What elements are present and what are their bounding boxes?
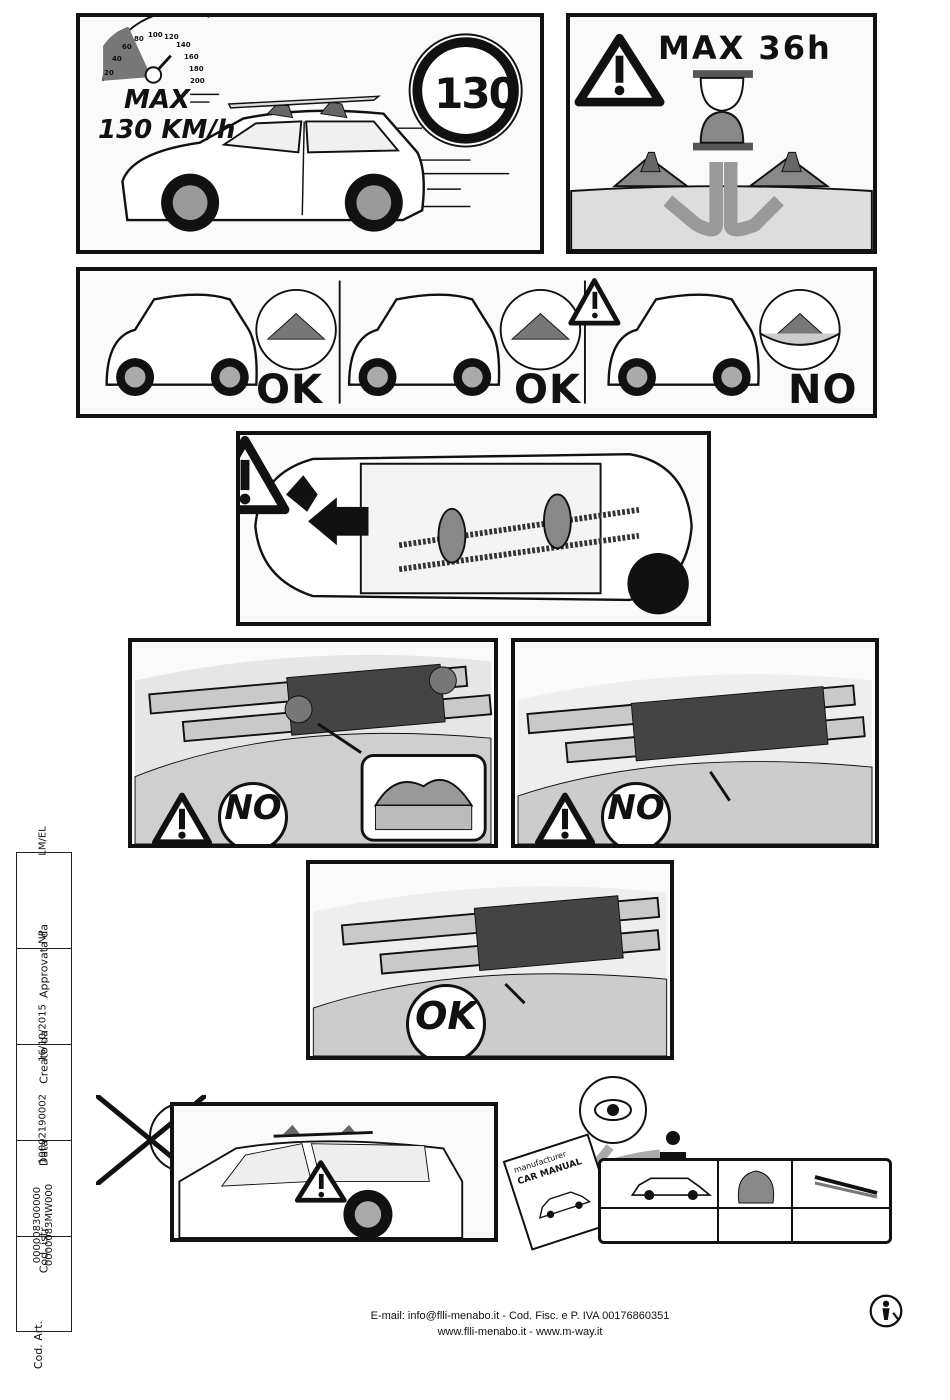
warning-triangle-icon	[152, 792, 212, 844]
load-table	[598, 1158, 892, 1244]
mount-correct-panel: OK	[306, 860, 674, 1060]
ok-badge	[406, 984, 486, 1056]
meta-value: 10002190002	[37, 1093, 49, 1164]
gauge-tick: 20	[104, 69, 114, 77]
gauge-tick: 180	[189, 65, 204, 73]
gauge-tick: 60	[122, 43, 132, 51]
check-label-ok-2: OK	[514, 367, 581, 413]
gauge-tick: 100	[148, 31, 163, 39]
car-top-view-illustration	[254, 452, 693, 615]
max-label: MAX	[124, 85, 191, 115]
hourglass-rack-illustration	[570, 33, 873, 250]
wagon-car-illustration	[178, 1124, 464, 1238]
prohibited-badge	[218, 782, 288, 844]
speed-sign-value: 130	[434, 69, 518, 118]
load-table-cell	[717, 1161, 719, 1241]
footer-email: E-mail: info@flli-menabo.it - Cod. Fisc.…	[370, 1310, 670, 1322]
gauge-tick: 40	[112, 55, 122, 63]
load-table-cell	[791, 1161, 793, 1241]
check-label-ok-1: OK	[256, 367, 323, 413]
gauge-tick: 120	[164, 33, 179, 41]
meta-row-instruction-code: Cod. istr.10002190002	[17, 1094, 71, 1273]
speed-limit-panel: 20 40 60 80 100 120 140 160 180 200 MAX …	[76, 13, 544, 254]
roof-rack-closeup-illustration	[312, 886, 668, 1056]
car-with-rack-illustration	[102, 17, 523, 232]
top-view-panel	[236, 431, 711, 626]
car-wagon-panel	[170, 1102, 498, 1242]
manual-arrows-illustration	[579, 1076, 686, 1172]
prohibited-badge	[601, 782, 671, 844]
mount-bottom-label: OK	[415, 994, 477, 1038]
warning-triangle-icon	[535, 792, 595, 844]
luggage-icon	[737, 1170, 775, 1204]
mount-wrong-panel-left: NO	[128, 638, 498, 848]
footer-web: www.flli-menabo.it - www.m-way.it	[437, 1326, 603, 1338]
meta-value: 16/10/2015	[37, 1003, 49, 1062]
recycle-bin-icon	[869, 1294, 903, 1328]
max-time-title: MAX 36h	[658, 29, 832, 67]
max-speed-label: 130 KM/h	[98, 115, 236, 145]
roof-rack-closeup-illustration	[134, 654, 493, 844]
gauge-tick: 80	[134, 35, 144, 43]
car-icon	[538, 1191, 592, 1219]
gauge-tick: 140	[176, 41, 191, 49]
suction-check-panel: OK OK NO	[76, 267, 877, 418]
mount-wrong-panel-right: NO	[511, 638, 879, 848]
meta-value: 000008300000 0000083MW000	[32, 1183, 55, 1267]
warning-triangle-icon	[240, 435, 290, 515]
load-table-cell	[601, 1207, 889, 1209]
meta-value: LM/EL	[37, 825, 49, 856]
check-label-no: NO	[788, 367, 858, 413]
mount-right-label: NO	[607, 788, 665, 828]
manual-book: manufacturer CAR MANUAL	[502, 1133, 618, 1251]
gauge-tick: 160	[184, 53, 199, 61]
three-car-views-illustration	[105, 278, 841, 404]
meta-value: NP	[37, 929, 49, 944]
gauge-tick: 200	[190, 77, 205, 85]
skis-icon	[814, 1175, 878, 1199]
car-icon	[630, 1177, 712, 1201]
max-time-panel: MAX 36h	[566, 13, 877, 254]
meta-header: Cod. Art.	[32, 1320, 45, 1370]
mount-left-label: NO	[224, 788, 282, 828]
